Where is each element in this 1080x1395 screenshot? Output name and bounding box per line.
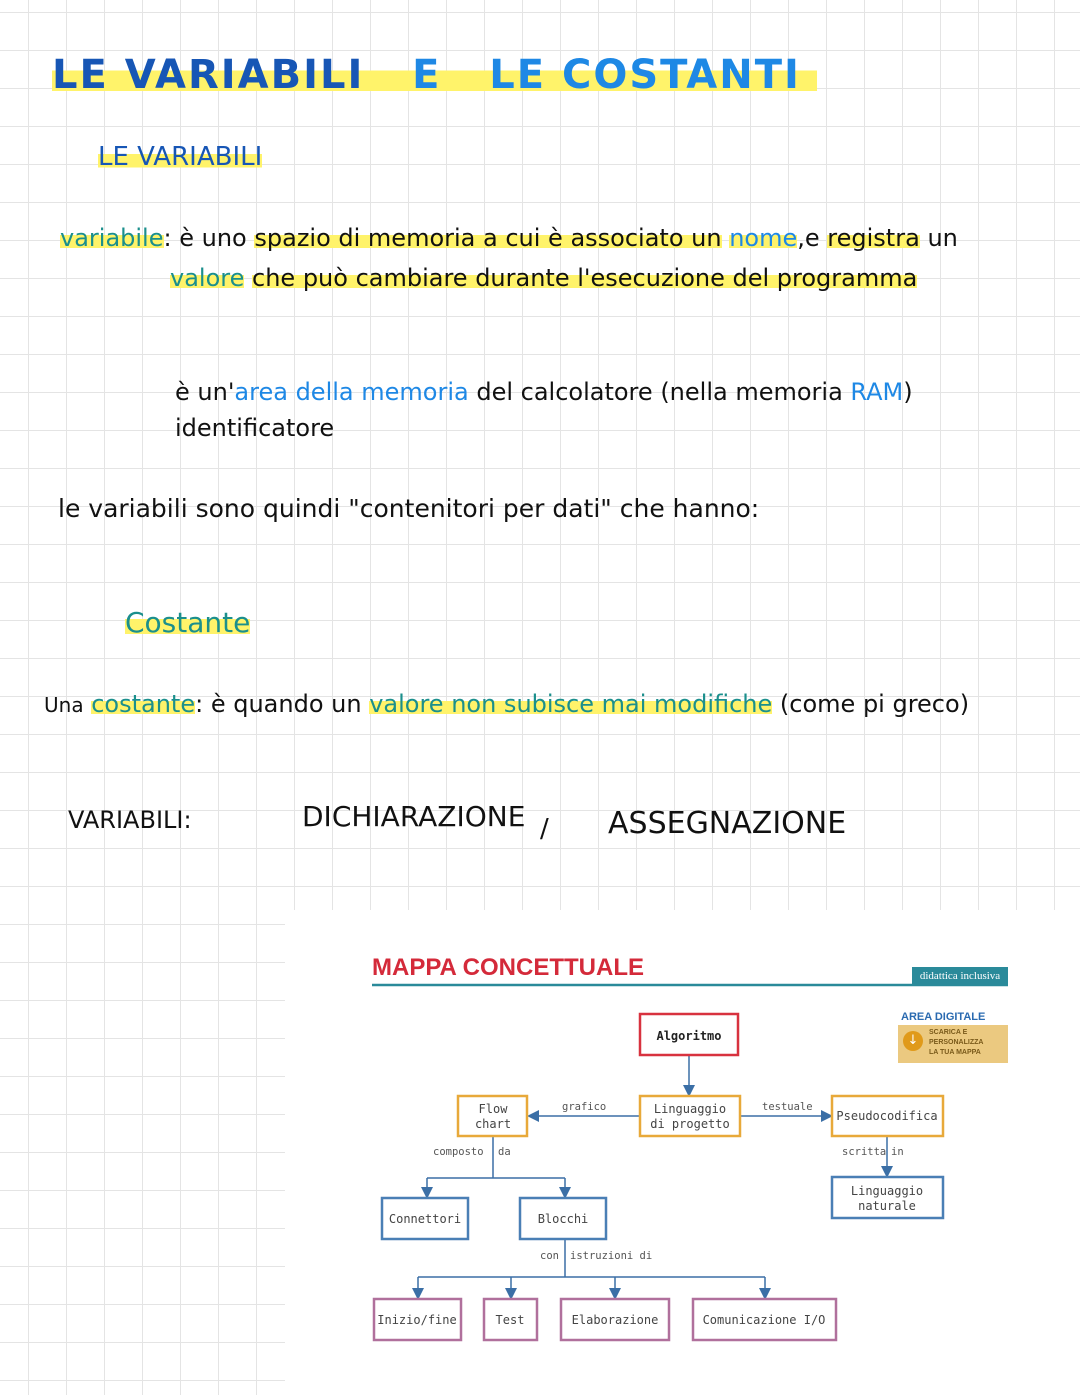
- colon: :: [163, 224, 172, 252]
- node-label: Flow: [479, 1102, 509, 1116]
- edge-label: istruzioni di: [570, 1250, 652, 1262]
- text: Una: [44, 693, 84, 717]
- edge-label: composto: [433, 1146, 484, 1158]
- text: (come pi greco): [779, 690, 970, 718]
- node-label: Pseudocodifica: [836, 1109, 937, 1123]
- node-label: Blocchi: [538, 1212, 589, 1226]
- node-label: naturale: [858, 1199, 916, 1213]
- ops-dichiarazione: DICHIARAZIONE: [302, 800, 526, 833]
- arrow-composto-da: [427, 1136, 565, 1179]
- edge-label: da: [498, 1146, 511, 1158]
- highlight-text: spazio di memoria a cui è associato un: [254, 224, 722, 252]
- node-connettori: [380, 1196, 470, 1241]
- edge-label: testuale: [762, 1101, 813, 1113]
- node-elaborazione: [559, 1297, 671, 1342]
- node-pseudocodifica: [830, 1094, 945, 1138]
- node-label: Connettori: [389, 1212, 461, 1226]
- highlight-text: valore non subisce mai modifiche: [369, 690, 773, 718]
- didattica-badge: didattica inclusiva: [912, 967, 1008, 985]
- term-costante: costante: [91, 690, 196, 718]
- text: del calcolatore: [476, 378, 653, 406]
- download-icon: ↓: [903, 1031, 923, 1051]
- node-label: Algoritmo: [656, 1029, 721, 1043]
- node-inizio-fine: [372, 1297, 463, 1342]
- definition-line2: valore che può cambiare durante l'esecuz…: [170, 264, 918, 292]
- containers-line: le variabili sono quindi "contenitori pe…: [58, 494, 760, 523]
- node-linguaggio-progetto: [638, 1094, 742, 1138]
- term-ram: RAM: [850, 378, 904, 406]
- area-digitale-label: AREA DIGITALE: [901, 1011, 986, 1023]
- node-linguaggio-naturale: [830, 1175, 945, 1220]
- arrow-istruzioni: [418, 1239, 765, 1278]
- node-comunicazione: [691, 1297, 838, 1342]
- download-text: SCARICA E: [929, 1029, 968, 1036]
- node-label: Inizio/fine: [377, 1313, 456, 1327]
- edge-label: grafico: [562, 1101, 606, 1113]
- node-label: Linguaggio: [851, 1184, 923, 1198]
- edge-label: scritta: [842, 1146, 886, 1158]
- highlight-text: registra: [827, 224, 920, 252]
- node-flow-chart: [456, 1094, 529, 1138]
- term-valore: valore: [170, 264, 245, 292]
- node-label: di progetto: [650, 1117, 729, 1131]
- section-variabili-heading: LE VARIABILI: [98, 142, 263, 172]
- highlight-text: che può cambiare durante l'esecuzione de…: [252, 264, 918, 292]
- node-label: Test: [496, 1313, 525, 1327]
- node-test: [482, 1297, 539, 1342]
- text: ): [903, 378, 913, 406]
- node-label: Comunicazione I/O: [703, 1313, 826, 1327]
- term-area-memoria: area della memoria: [234, 378, 469, 406]
- page-title: LE VARIABILI E LE COSTANTI: [52, 52, 817, 98]
- title-part2: LE COSTANTI: [489, 52, 801, 98]
- text: ,e: [797, 224, 820, 252]
- node-label: chart: [475, 1117, 511, 1131]
- text: (nella memoria: [660, 378, 843, 406]
- title-part1: LE VARIABILI: [52, 52, 365, 98]
- text: è un': [175, 378, 235, 406]
- ops-slash: /: [540, 814, 549, 844]
- ops-label: VARIABILI:: [68, 806, 192, 834]
- node-algoritmo: [638, 1012, 740, 1057]
- constant-line: Una costante: è quando un valore non sub…: [44, 690, 969, 718]
- ops-assegnazione: ASSEGNAZIONE: [608, 806, 847, 841]
- text: un: [927, 224, 958, 252]
- edge-label: in: [891, 1146, 904, 1158]
- download-text: LA TUA MAPPA: [929, 1049, 981, 1056]
- section-costante-heading: Costante: [125, 606, 251, 639]
- identificatore: identificatore: [175, 414, 335, 442]
- node-blocchi: [518, 1196, 608, 1241]
- term-nome: nome: [729, 224, 798, 252]
- definition-line1: variabile: è uno spazio di memoria a cui…: [60, 224, 958, 252]
- concept-map-title: MAPPA CONCETTUALE: [372, 954, 644, 981]
- node-label: Elaborazione: [572, 1313, 659, 1327]
- title-sep: E: [412, 52, 442, 98]
- text: è uno: [179, 224, 247, 252]
- download-map-button[interactable]: ↓ SCARICA E PERSONALIZZA LA TUA MAPPA: [898, 1025, 1008, 1063]
- term-variabile: variabile: [60, 224, 164, 252]
- area-line: è un'area della memoria del calcolatore …: [175, 378, 913, 406]
- node-label: Linguaggio: [654, 1102, 726, 1116]
- edge-label: con: [540, 1250, 559, 1262]
- text: : è quando un: [195, 690, 362, 718]
- download-text: PERSONALIZZA: [929, 1039, 984, 1046]
